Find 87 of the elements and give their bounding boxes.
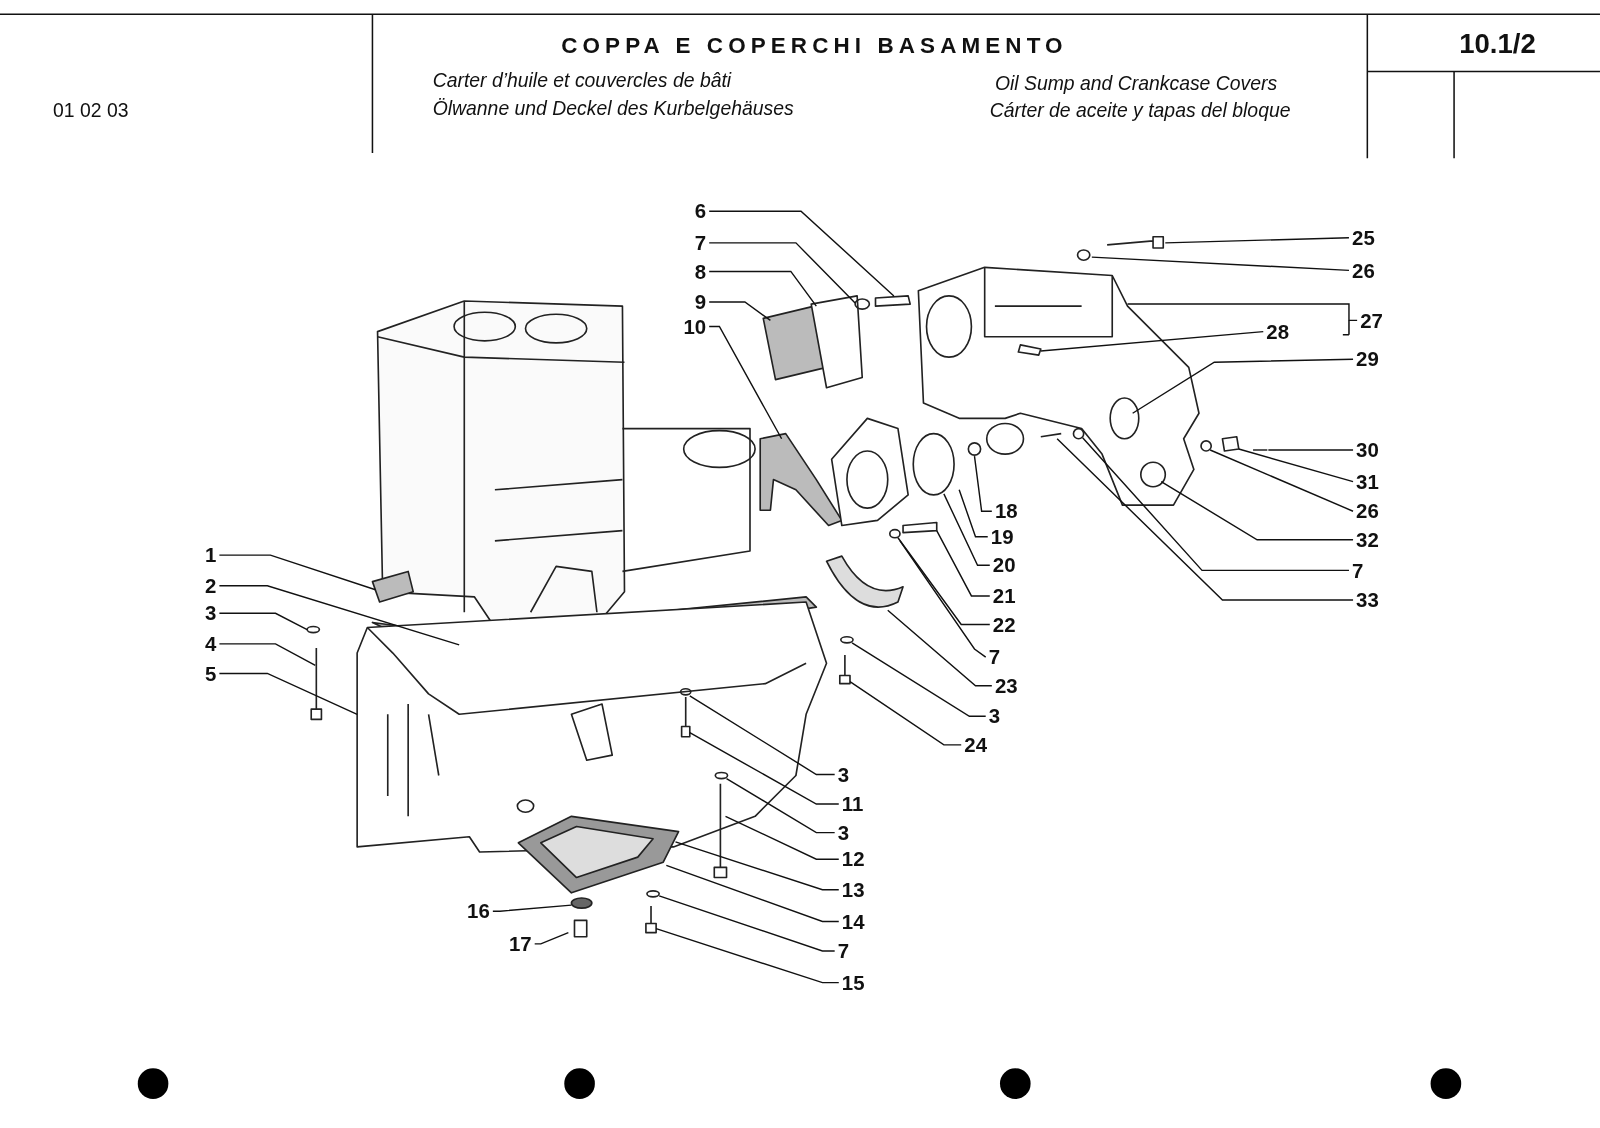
callout-number: 3: [204, 601, 217, 626]
leader-line: [218, 585, 460, 646]
leader-line: [708, 210, 895, 297]
leader-line: [899, 540, 987, 658]
leader-line: [689, 695, 836, 776]
subtitle-text: Cárter de aceite y tapas del bloque: [989, 100, 1291, 123]
callout-number: 23: [994, 673, 1018, 698]
leader-line: [1131, 358, 1354, 414]
leader-line: [218, 672, 358, 715]
leader-line: [943, 493, 991, 566]
callout-number: 8: [694, 259, 707, 284]
callout-number: 7: [694, 230, 707, 256]
leader-line: [665, 864, 840, 923]
callout-number: 19: [990, 524, 1014, 549]
callout-number: 18: [994, 499, 1018, 524]
callout-number: 3: [988, 704, 1001, 729]
page-number: 10.1/2: [1459, 28, 1536, 61]
callout-number: 24: [964, 732, 987, 758]
leader-line: [1126, 303, 1358, 322]
leader-line: [655, 927, 840, 984]
callout-number: 22: [992, 612, 1016, 637]
callout-number: 10: [683, 314, 707, 339]
leader-line: [1267, 449, 1354, 451]
callout-number: 9: [694, 289, 707, 315]
leader-line: [897, 537, 991, 626]
callout-number: 26: [1356, 499, 1379, 524]
callout-number: 2: [204, 573, 217, 598]
leader-line: [887, 609, 993, 687]
leader-line: [849, 680, 962, 746]
part-code: 01 02 03: [53, 100, 129, 123]
subtitle-text: Carter d’huile et couvercles de bâti: [432, 69, 732, 92]
leader-line: [973, 455, 993, 512]
leader-line: [958, 489, 989, 538]
leader-line: [689, 731, 840, 805]
callout-number: 5: [204, 661, 217, 686]
leader-line: [674, 841, 840, 891]
leader-line: [218, 554, 377, 591]
leader-line: [492, 904, 573, 912]
leader-line: [936, 529, 991, 597]
callout-number: 11: [841, 791, 864, 817]
callout-number: 14: [841, 909, 865, 934]
leader-line: [1164, 237, 1350, 244]
callout-number: 7: [1352, 558, 1364, 583]
callout-number: 27: [1360, 308, 1383, 333]
callout-number: 32: [1356, 527, 1379, 553]
callout-number: 29: [1356, 346, 1379, 372]
leader-line: [658, 895, 836, 952]
leader-line: [725, 777, 836, 834]
leader-line: [851, 642, 987, 718]
callout-number: 31: [1356, 469, 1379, 494]
leader-line: [708, 270, 818, 307]
leader-line: [218, 612, 308, 631]
leader-line: [708, 325, 783, 440]
leader-line: [708, 242, 856, 304]
callout-number: 1: [204, 542, 217, 568]
callout-number: 30: [1356, 437, 1379, 463]
leader-line: [1238, 448, 1354, 483]
leader-line: [708, 301, 772, 322]
leader-line: [1081, 437, 1350, 572]
callout-number: 4: [204, 631, 217, 657]
leader-line: [533, 931, 570, 945]
callout-number: 6: [694, 199, 707, 224]
leader-line: [1091, 256, 1350, 272]
callout-number: 16: [467, 898, 490, 924]
leader-line: [1040, 330, 1264, 352]
callout-number: 7: [988, 644, 1001, 670]
leader-line: [1056, 438, 1354, 601]
leader-line: [724, 815, 840, 860]
leader-line: [1209, 449, 1354, 512]
leader-line: [1160, 480, 1354, 541]
page-title: COPPA E COPERCHI BASAMENTO: [561, 32, 1068, 60]
callout-number: 17: [508, 931, 532, 957]
subtitle-text: Ölwanne und Deckel des Kurbelgehäuses: [432, 97, 794, 121]
callout-number: 26: [1352, 258, 1375, 283]
leader-line: [218, 643, 316, 666]
callout-number: 28: [1266, 319, 1289, 344]
callout-number: 33: [1356, 587, 1379, 613]
subtitle-text: Oil Sump and Crankcase Covers: [994, 72, 1278, 95]
callout-number: 12: [841, 846, 865, 872]
callout-number: 7: [837, 938, 850, 964]
callout-number: 13: [841, 877, 865, 903]
callout-number: 21: [992, 583, 1016, 609]
callout-number: 3: [837, 820, 850, 845]
callout-number: 25: [1352, 225, 1375, 250]
callout-number: 15: [841, 970, 865, 995]
callout-number: 3: [837, 762, 850, 787]
callout-number: 20: [992, 553, 1016, 578]
